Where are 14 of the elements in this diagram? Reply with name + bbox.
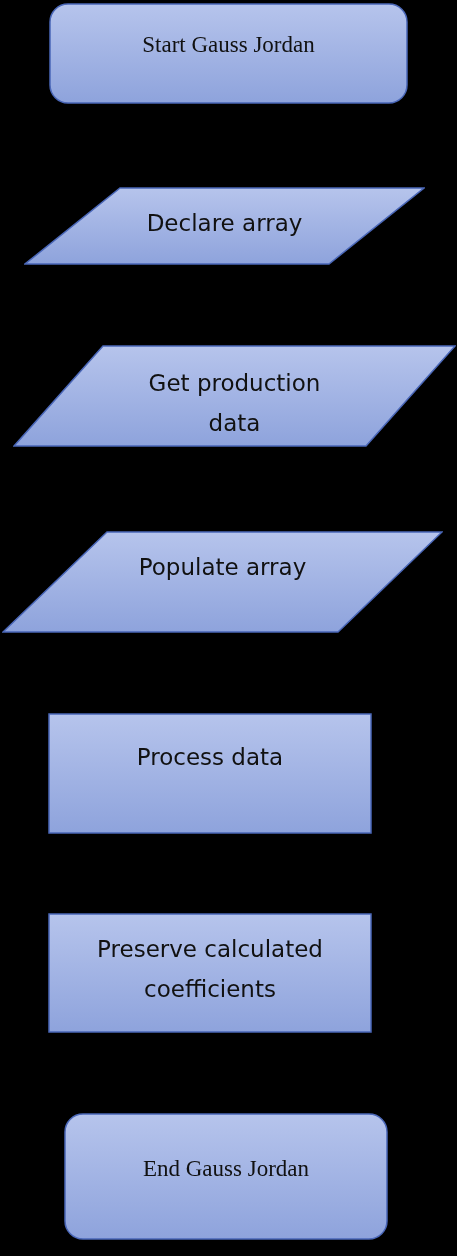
node-label: Populate array: [137, 553, 308, 582]
process-box: [48, 713, 372, 834]
node-label: End Gauss Jordan: [141, 1155, 311, 1183]
node-label: Process data: [135, 743, 285, 772]
node-label: Start Gauss Jordan: [141, 31, 316, 59]
io-parallelogram: [13, 345, 456, 447]
node-label: Preserve calculated coefficients: [96, 935, 324, 1004]
process-box: [48, 913, 372, 1033]
io-parallelogram: [24, 187, 425, 265]
io-parallelogram: [2, 531, 443, 633]
node-label: Get production data: [147, 369, 322, 438]
node-label: Declare array: [145, 209, 304, 238]
terminal-box: [49, 3, 408, 104]
terminal-box: [64, 1113, 388, 1240]
